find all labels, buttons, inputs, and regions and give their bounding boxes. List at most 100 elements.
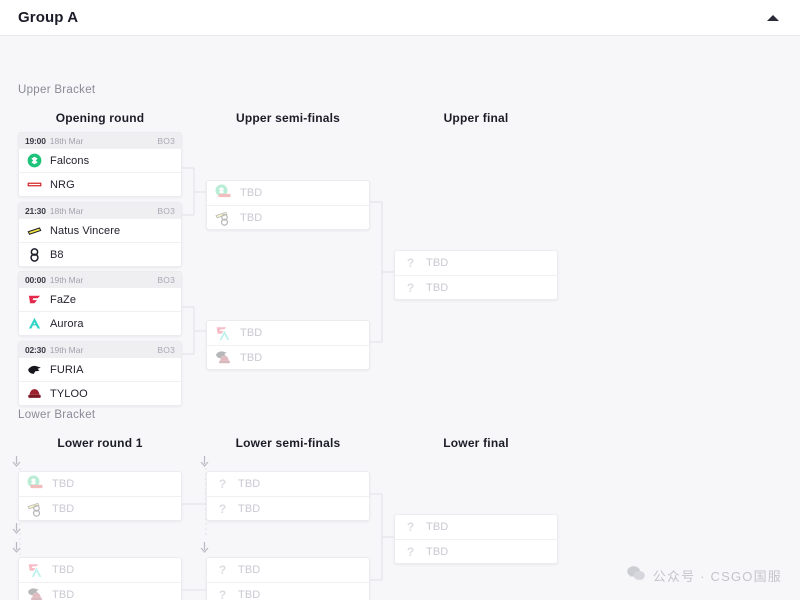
collapse-group-button[interactable] (760, 5, 786, 31)
team-name: Natus Vincere (50, 224, 121, 237)
match-row[interactable]: TBD (19, 496, 181, 520)
unknown-team-icon: ? (406, 280, 415, 295)
match-row[interactable]: ? TBD (395, 515, 557, 539)
team-name: TBD (240, 351, 263, 364)
match-row[interactable]: ? TBD (395, 275, 557, 299)
watermark: 公众号 · CSGO国服 (626, 565, 782, 586)
team-name: TBD (240, 187, 263, 199)
match-row[interactable]: TBD (19, 558, 181, 582)
team-name: TBD (52, 502, 75, 515)
nrg-logo-icon (27, 177, 42, 192)
predicted-teams-logo-icon (215, 184, 232, 201)
match-date: 18th Mar (49, 135, 84, 146)
match-date: 18th Mar (49, 205, 84, 216)
match-format: BO3 (157, 205, 175, 216)
team-name: Falcons (50, 154, 90, 167)
match-row[interactable]: ? TBD (207, 582, 369, 600)
faze-logo-icon (27, 292, 42, 307)
unknown-team-icon: ? (218, 563, 227, 577)
predicted-teams-logo-icon (27, 563, 44, 578)
page-title: Group A (18, 9, 79, 26)
predicted-teams-logo-icon (27, 587, 44, 600)
match-card-lower-r1-2[interactable]: TBD TBD (18, 557, 182, 600)
falcons-logo-icon (27, 153, 42, 168)
match-row[interactable]: Falcons (19, 148, 181, 172)
match-row[interactable]: ? TBD (207, 496, 369, 520)
match-card-upper-semi-2[interactable]: TBD TBD (206, 320, 370, 370)
match-date: 19th Mar (49, 344, 84, 355)
match-card-lower-semi-1[interactable]: ? TBD ? TBD (206, 471, 370, 521)
match-format: BO3 (157, 135, 175, 146)
team-name: FaZe (50, 293, 77, 306)
match-card-lower-final[interactable]: ? TBD ? TBD (394, 514, 558, 564)
group-header: Group A (0, 0, 800, 36)
predicted-teams-logo-icon (27, 475, 44, 492)
drop-down-arrow-icon (12, 456, 21, 467)
predicted-teams-logo-icon (215, 210, 232, 226)
team-name: TBD (238, 502, 261, 515)
match-header: 00:00 19th Mar BO3 (19, 272, 181, 287)
match-card-lower-semi-2[interactable]: ? TBD ? TBD (206, 557, 370, 600)
predicted-teams-logo-icon (215, 326, 232, 341)
team-name: TYLOO (50, 387, 88, 400)
predicted-teams-logo-icon (215, 350, 232, 365)
round-header-lower-final: Lower final (443, 436, 509, 450)
unknown-team-icon: ? (406, 256, 415, 270)
match-card-upper-opening-4[interactable]: 02:30 19th Mar BO3 FURIA TYLOO (18, 341, 182, 406)
match-time: 02:30 (25, 344, 46, 355)
match-card-upper-opening-2[interactable]: 21:30 18th Mar BO3 Natus Vincere B8 (18, 202, 182, 267)
team-name: TBD (238, 564, 261, 576)
match-row[interactable]: TBD (207, 181, 369, 205)
team-name: TBD (52, 564, 75, 576)
match-row[interactable]: Aurora (19, 311, 181, 335)
unknown-team-icon: ? (406, 544, 415, 559)
wechat-icon (626, 565, 646, 586)
match-row[interactable]: FaZe (19, 287, 181, 311)
match-row[interactable]: ? TBD (207, 472, 369, 496)
drop-down-arrow-icon (12, 523, 21, 534)
unknown-team-icon: ? (218, 587, 227, 600)
natus-vincere-logo-icon (27, 223, 42, 238)
match-row[interactable]: ? TBD (207, 558, 369, 582)
predicted-teams-logo-icon (27, 501, 44, 517)
match-card-upper-final[interactable]: ? TBD ? TBD (394, 250, 558, 300)
match-row[interactable]: FURIA (19, 357, 181, 381)
match-row[interactable]: TBD (207, 345, 369, 369)
match-row[interactable]: TBD (19, 582, 181, 600)
match-row[interactable]: TYLOO (19, 381, 181, 405)
drop-down-arrow-icon (200, 542, 209, 553)
match-row[interactable]: NRG (19, 172, 181, 196)
match-card-upper-opening-3[interactable]: 00:00 19th Mar BO3 FaZe Aurora (18, 271, 182, 336)
match-row[interactable]: B8 (19, 242, 181, 266)
team-name: TBD (426, 257, 449, 269)
match-card-lower-r1-1[interactable]: TBD TBD (18, 471, 182, 521)
team-name: TBD (52, 478, 75, 490)
upper-bracket-label: Upper Bracket (18, 84, 96, 96)
unknown-team-icon: ? (218, 477, 227, 491)
unknown-team-icon: ? (218, 501, 227, 516)
match-row[interactable]: TBD (207, 205, 369, 229)
round-header-upper-semis: Upper semi-finals (235, 111, 341, 125)
bracket-board: Upper Bracket Opening round Upper semi-f… (0, 36, 800, 600)
match-format: BO3 (157, 274, 175, 285)
team-name: B8 (50, 248, 64, 261)
match-row[interactable]: TBD (19, 472, 181, 496)
match-card-upper-opening-1[interactable]: 19:00 18th Mar BO3 Falcons NRG (18, 132, 182, 197)
team-name: NRG (50, 178, 75, 191)
match-date: 19th Mar (49, 274, 84, 285)
team-name: TBD (426, 521, 449, 533)
match-row[interactable]: TBD (207, 321, 369, 345)
match-row[interactable]: ? TBD (395, 251, 557, 275)
lower-bracket-label: Lower Bracket (18, 409, 96, 421)
aurora-logo-icon (27, 316, 42, 331)
match-time: 19:00 (25, 135, 46, 146)
match-row[interactable]: Natus Vincere (19, 218, 181, 242)
furia-logo-icon (27, 362, 42, 377)
team-name: TBD (240, 211, 263, 224)
match-row[interactable]: ? TBD (395, 539, 557, 563)
match-header: 19:00 18th Mar BO3 (19, 133, 181, 148)
team-name: TBD (238, 588, 261, 600)
round-header-upper-final: Upper final (443, 111, 509, 125)
match-card-upper-semi-1[interactable]: TBD TBD (206, 180, 370, 230)
team-name: TBD (426, 545, 449, 558)
